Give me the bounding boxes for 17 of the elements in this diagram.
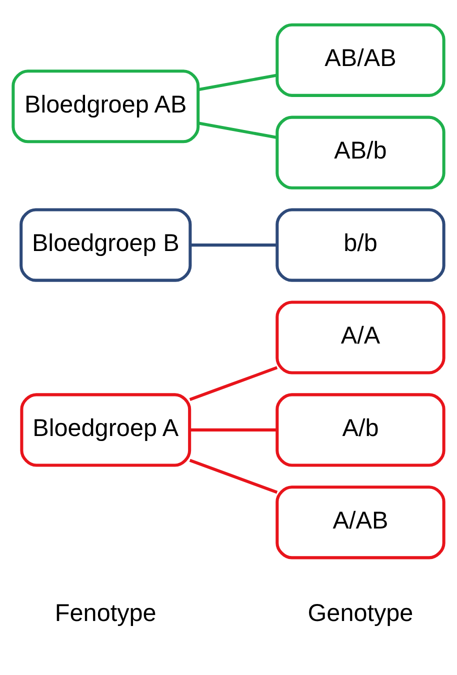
node-box: Bloedgroep A bbox=[20, 393, 192, 467]
label: Fenotype bbox=[54, 600, 156, 627]
node-box: A/A bbox=[276, 300, 446, 374]
node-box: AB/b bbox=[276, 116, 446, 190]
node-box: A/AB bbox=[276, 486, 446, 560]
connector bbox=[190, 428, 278, 432]
connector bbox=[189, 366, 278, 401]
connector bbox=[198, 122, 278, 139]
node-box: Bloedgroep AB bbox=[12, 70, 200, 144]
node-box: AB/AB bbox=[276, 23, 446, 97]
connector bbox=[190, 244, 277, 247]
label: Genotype bbox=[308, 600, 414, 627]
connector bbox=[189, 458, 278, 494]
node-box: b/b bbox=[276, 208, 446, 282]
connector bbox=[198, 74, 278, 92]
node-box: A/b bbox=[276, 393, 446, 467]
node-box: Bloedgroep B bbox=[20, 208, 192, 282]
